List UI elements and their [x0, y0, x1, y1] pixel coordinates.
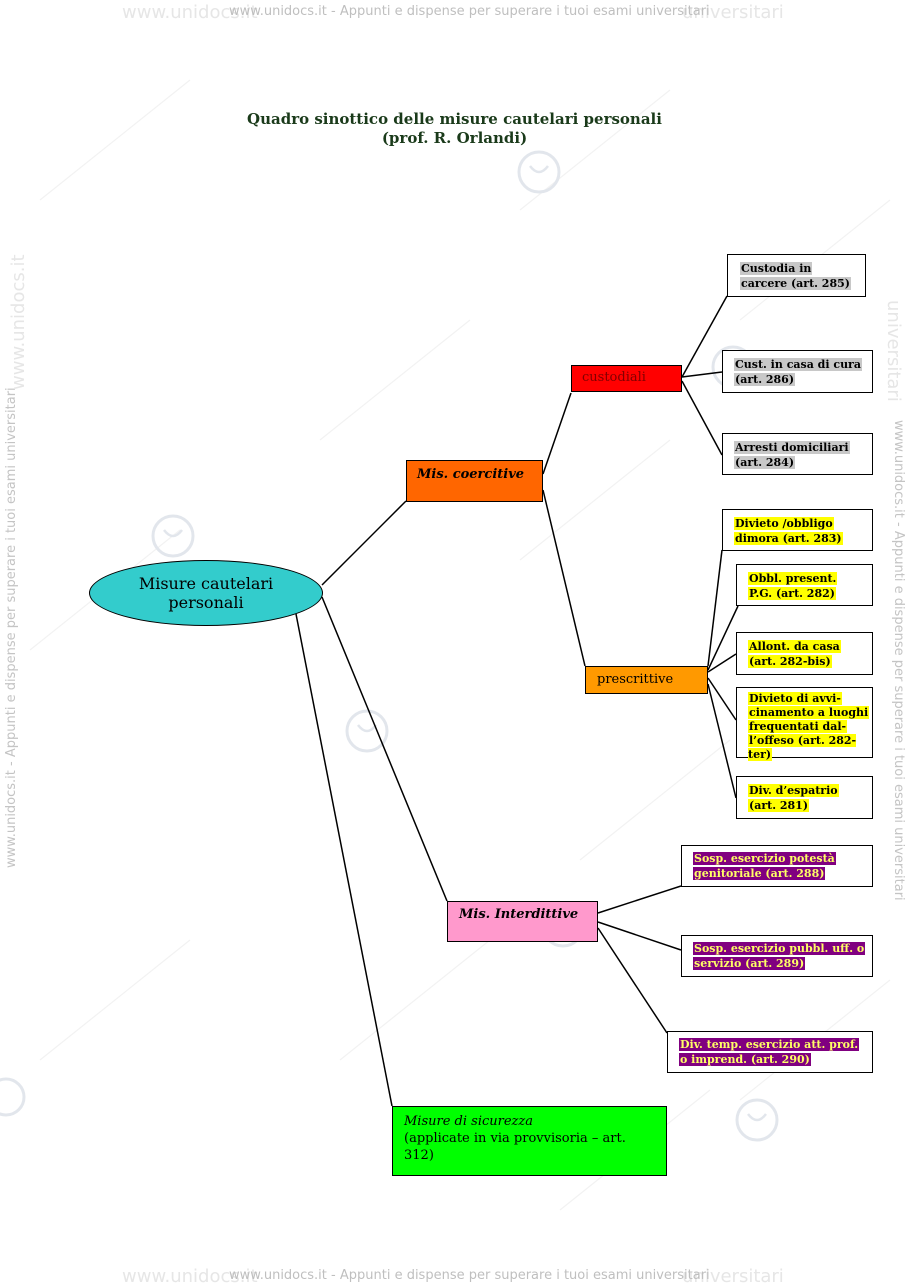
link-prescrittive-leaf-1 — [707, 549, 723, 667]
node-mis-coercitive-label: Mis. coercitive — [417, 467, 525, 482]
leaf-obbligo-presentazione: Obbl. present. P.G. (art. 282) — [736, 564, 873, 606]
leaf-divieto-avvicinamento-line-3: frequentati dal- — [748, 720, 848, 733]
header-watermark: www.unidocs.it - Appunti e dispense per … — [229, 4, 710, 19]
leaf-sospensione-potesta-genitoriale: Sosp. esercizio potestà genitoriale (art… — [681, 845, 873, 887]
leaf-divieto-temporaneo-attivita-line-2: o imprend. (art. 290) — [679, 1053, 811, 1066]
leaf-sospensione-potesta-genitoriale-line-2: genitoriale (art. 288) — [693, 867, 826, 880]
faint-watermark-header-right: universitari — [682, 2, 784, 23]
leaf-divieto-temporaneo-attivita: Div. temp. esercizio att. prof. o impren… — [667, 1031, 873, 1073]
link-custodiali-leaf-2 — [681, 371, 723, 378]
node-misure-sicurezza-line-2: (applicate in via provvisoria – art. — [404, 1131, 626, 1146]
node-misure-sicurezza-title: Misure di sicurezza — [404, 1114, 534, 1129]
leaf-obbligo-presentazione-line-1: Obbl. present. — [748, 572, 838, 585]
leaf-casa-di-cura-line-1: Cust. in casa di cura — [734, 358, 862, 371]
link-interdittive-leaf-2 — [597, 921, 682, 951]
link-root-interdittive — [321, 596, 448, 902]
link-prescrittive-leaf-2 — [707, 605, 739, 671]
node-custodiali: custodiali — [571, 365, 682, 392]
leaf-arresti-domiciliari: Arresti domiciliari (art. 284) — [722, 433, 873, 475]
node-custodiali-label: custodiali — [582, 370, 646, 385]
leaf-divieto-avvicinamento-line-1: Divieto di avvi- — [748, 692, 842, 705]
node-prescrittive-label: prescrittive — [597, 672, 674, 687]
link-prescrittive-leaf-5 — [707, 683, 737, 799]
leaf-divieto-espatrio: Div. d’espatrio (art. 281) — [736, 776, 873, 819]
faint-watermark-footer: www.unidocs.it — [122, 1266, 258, 1287]
leaf-divieto-temporaneo-attivita-line-1: Div. temp. esercizio att. prof. — [679, 1038, 860, 1051]
faint-watermark-header: www.unidocs.it — [122, 2, 258, 23]
link-root-coercitive — [321, 500, 407, 586]
leaf-allontanamento-casa-line-1: Allont. da casa — [748, 640, 841, 653]
page-subtitle: (prof. R. Orlandi) — [381, 129, 528, 147]
leaf-divieto-avvicinamento-line-4: l’offeso (art. 282-ter) — [748, 734, 857, 761]
leaf-obbligo-presentazione-line-2: P.G. (art. 282) — [748, 587, 836, 600]
node-mis-interdittive: Mis. Interdittive — [447, 901, 598, 942]
link-interdittive-leaf-1 — [597, 885, 682, 914]
link-custodiali-leaf-3 — [681, 380, 723, 456]
leaf-divieto-espatrio-line-2: (art. 281) — [748, 799, 810, 812]
leaf-sospensione-pubblico-ufficio-line-1: Sosp. esercizio pubbl. uff. o — [693, 942, 866, 955]
root-node-line-1: Misure cautelari — [138, 574, 274, 593]
leaf-custodia-carcere: Custodia in carcere (art. 285) — [727, 254, 866, 297]
root-node-line-2: personali — [168, 593, 244, 612]
leaf-divieto-obbligo-dimora-line-2: dimora (art. 283) — [734, 532, 843, 545]
leaf-divieto-obbligo-dimora: Divieto /obbligo dimora (art. 283) — [722, 509, 873, 551]
leaf-custodia-carcere-line-1: Custodia in — [740, 262, 813, 275]
leaf-casa-di-cura: Cust. in casa di cura (art. 286) — [722, 350, 873, 393]
link-prescrittive-leaf-3 — [707, 653, 737, 673]
node-misure-sicurezza: Misure di sicurezza (applicate in via pr… — [392, 1106, 667, 1176]
link-coercitive-prescrittive — [542, 489, 586, 667]
node-mis-coercitive: Mis. coercitive — [406, 460, 543, 502]
leaf-divieto-espatrio-line-1: Div. d’espatrio — [748, 784, 839, 797]
leaf-allontanamento-casa-line-2: (art. 282-bis) — [748, 655, 832, 668]
node-misure-sicurezza-line-3: 312) — [404, 1148, 434, 1163]
leaf-sospensione-pubblico-ufficio-line-2: servizio (art. 289) — [693, 957, 806, 970]
link-interdittive-leaf-3 — [597, 927, 668, 1034]
node-prescrittive: prescrittive — [585, 666, 708, 694]
leaf-divieto-obbligo-dimora-line-1: Divieto /obbligo — [734, 517, 834, 530]
leaf-sospensione-pubblico-ufficio: Sosp. esercizio pubbl. uff. o servizio (… — [681, 935, 873, 977]
link-custodiali-leaf-1 — [681, 295, 728, 378]
leaf-custodia-carcere-line-2: carcere (art. 285) — [740, 277, 851, 290]
link-prescrittive-leaf-4 — [707, 677, 737, 721]
faint-watermark-footer-right: universitari — [682, 1266, 784, 1287]
link-root-sicurezza — [295, 613, 393, 1107]
leaf-divieto-avvicinamento-line-2: cinamento a luoghi — [748, 706, 870, 719]
leaf-arresti-domiciliari-line-1: Arresti domiciliari — [734, 441, 850, 454]
root-node-misure-cautelari: Misure cautelari personali — [89, 560, 323, 626]
leaf-allontanamento-casa: Allont. da casa (art. 282-bis) — [736, 632, 873, 675]
node-mis-interdittive-label: Mis. Interdittive — [459, 907, 579, 922]
leaf-sospensione-potesta-genitoriale-line-1: Sosp. esercizio potestà — [693, 852, 836, 865]
footer-watermark: www.unidocs.it - Appunti e dispense per … — [229, 1268, 710, 1283]
page-title: Quadro sinottico delle misure cautelari … — [247, 110, 662, 128]
leaf-divieto-avvicinamento: Divieto di avvi- cinamento a luoghi freq… — [736, 687, 873, 761]
link-coercitive-custodiali — [542, 392, 572, 475]
leaf-casa-di-cura-line-2: (art. 286) — [734, 373, 796, 386]
leaf-arresti-domiciliari-line-2: (art. 284) — [734, 456, 796, 469]
